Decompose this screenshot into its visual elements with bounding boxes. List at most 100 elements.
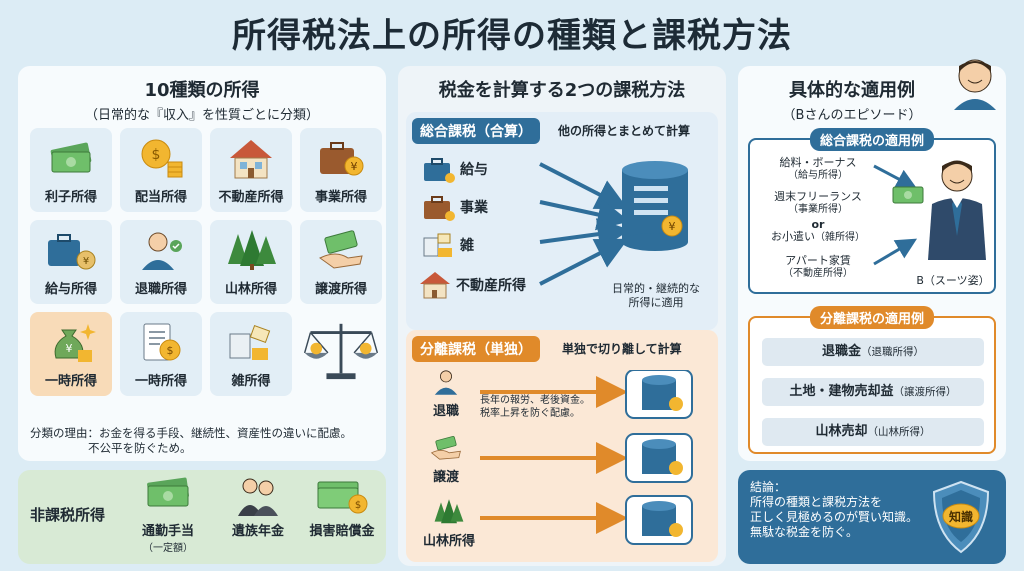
separate-example-item: 山林売却（山林所得）: [762, 418, 984, 446]
person-avatar-icon: [954, 59, 996, 110]
income-tile-temporary: ¥ 一時所得: [30, 312, 112, 396]
separate-flow: [480, 370, 693, 545]
income-tile-retirement: 退職所得: [120, 220, 202, 304]
conclusion-line: 無駄な税金を防ぐ。: [750, 525, 859, 539]
example-sub: （雑所得）: [815, 232, 865, 243]
commute-money-icon: [147, 477, 189, 507]
example-sub: （退職所得）: [861, 346, 924, 358]
fairness-scale: [300, 312, 382, 396]
reason-line: 分類の理由：お金を得る手段、継続性、資産性の違いに配慮。: [30, 426, 352, 440]
non-taxable-item: $ 損害賠償金: [296, 476, 388, 539]
shield-label: 知識: [948, 510, 973, 524]
example-or: or: [811, 218, 825, 231]
income-label: 配当所得: [134, 190, 187, 205]
businessman-icon: [928, 160, 986, 260]
separate-example-box: 分離課税の適用例 退職金（退職所得） 土地・建物売却益（譲渡所得） 山林売却（山…: [748, 306, 996, 454]
example-main: アパート家賃: [785, 254, 851, 267]
shield-icon: [932, 480, 990, 554]
aggregate-example-tag: 総合課税の適用例: [809, 128, 935, 151]
examples-panel: 具体的な適用例 （Bさんのエピソード） 総合課税の適用例 給料・ボーナス（給与所…: [738, 59, 1006, 461]
example-main: 給料・ボーナス: [779, 156, 857, 169]
note-line: 長年の報労、老後資金。: [480, 395, 590, 406]
example-main: お小遣い: [771, 230, 815, 243]
income-tile-interest: 利子所得: [30, 128, 112, 212]
separate-input-label: 譲渡: [432, 470, 459, 485]
examples-subtitle: （Bさんのエピソード）: [782, 108, 922, 123]
aggregate-taxation-tag: 総合課税（合算）: [412, 118, 540, 144]
house-icon: [420, 272, 450, 299]
briefcase-moneybag-icon: ¥: [48, 234, 96, 270]
example-item: お小遣い（雑所得）: [758, 230, 878, 244]
example-item: アパート家賃（不動産所得）: [758, 254, 878, 280]
reason-line: 不公平を防ぐため。: [88, 441, 192, 455]
non-taxable-item-label: 通勤手当: [141, 524, 194, 539]
aggregate-input-label: 不動産所得: [456, 278, 526, 294]
person-label: B（スーツ姿）: [916, 274, 990, 287]
compensation-money-icon: $: [317, 481, 368, 514]
example-sub: （事業所得）: [788, 204, 848, 215]
separate-taxation-tag: 分離課税（単独）: [412, 336, 540, 362]
family-icon: [238, 478, 278, 516]
classification-reason: 分類の理由：お金を得る手段、継続性、資産性の違いに配慮。 不公平を防ぐため。: [30, 426, 380, 456]
separate-input: 山林所得: [418, 498, 480, 549]
aggregate-database-icon: ¥: [622, 161, 688, 251]
forest-icon: [434, 499, 464, 524]
svg-text:$: $: [152, 147, 161, 163]
svg-text:¥: ¥: [669, 220, 676, 233]
balance-scale-icon: [304, 323, 378, 380]
briefcase-icon: [424, 196, 455, 221]
misc-documents-icon: [423, 233, 452, 257]
svg-text:$: $: [167, 344, 174, 357]
handover-money-icon: [319, 230, 363, 269]
caption-line: 日常的・継続的な: [612, 282, 700, 295]
conclusion-line: 結論：: [750, 480, 787, 494]
retiree-icon: [434, 370, 458, 395]
separate-note: 長年の報労、老後資金。 税率上昇を防ぐ配慮。: [480, 394, 598, 420]
income-tile-salary: ¥ 給与所得: [30, 220, 112, 304]
moneybag-sparkle-icon: ¥: [54, 324, 96, 362]
separate-input-label: 退職: [432, 404, 459, 419]
income-label: 事業所得: [314, 190, 367, 205]
income-types-subtitle: （日常的な『収入』を性質ごとに分類）: [84, 108, 319, 123]
aggregate-taxation-section: 総合課税（合算） 他の所得とまとめて計算 給与 事業 雑 不動産所得: [406, 112, 718, 330]
non-taxable-item: 遺族年金: [212, 476, 304, 539]
separate-input: 譲渡: [426, 434, 466, 485]
misc-documents-icon: [229, 324, 271, 360]
income-label: 利子所得: [44, 190, 97, 205]
examples-title: 具体的な適用例: [789, 80, 915, 101]
taxation-methods-panel: 税金を計算する2つの課税方法 総合課税（合算） 他の所得とまとめて計算 給与 事…: [398, 66, 726, 566]
page-title: 所得税法上の所得の種類と課税方法: [232, 16, 792, 56]
aggregate-input: 事業: [422, 192, 488, 222]
non-taxable-label: 非課税所得: [30, 506, 106, 524]
conclusion-line: 所得の種類と課税方法を: [750, 495, 883, 509]
separate-example-item: 土地・建物売却益（譲渡所得）: [762, 378, 984, 406]
income-tile-misc: 雑所得: [210, 312, 292, 396]
income-label: 雑所得: [231, 374, 271, 389]
handover-money-icon: [430, 436, 461, 460]
example-item: 週末フリーランス（事業所得）: [758, 190, 878, 216]
svg-text:¥: ¥: [83, 256, 89, 267]
aggregate-arrows: [539, 162, 626, 286]
income-label: 山林所得: [224, 282, 277, 297]
aggregate-input-label: 事業: [460, 200, 488, 216]
banknotes-icon: [50, 142, 92, 173]
income-label: 一時所得: [44, 374, 97, 389]
income-tile-dividend: $ 配当所得: [120, 128, 202, 212]
aggregate-caption: 日常的・継続的な 所得に適用: [598, 282, 714, 310]
example-sub: （譲渡所得）: [893, 386, 957, 398]
income-label: 不動産所得: [218, 190, 284, 205]
separate-input-label: 山林所得: [422, 534, 475, 549]
svg-text:¥: ¥: [351, 160, 358, 173]
separate-taxation-desc: 単独で切り離して計算: [562, 342, 682, 356]
aggregate-input: 給与: [422, 154, 488, 184]
example-sub: （山林所得）: [867, 426, 931, 438]
example-item: 給料・ボーナス（給与所得）: [758, 156, 878, 182]
conclusion-text: 結論： 所得の種類と課税方法を 正しく見極めるのが賢い知識。 無駄な税金を防ぐ。: [750, 480, 930, 540]
example-main: 週末フリーランス: [774, 190, 862, 203]
separate-input: 退職: [426, 368, 466, 419]
example-main: 山林売却: [815, 424, 868, 439]
separate-example-item: 退職金（退職所得）: [762, 338, 984, 366]
income-tile-transfer: 譲渡所得: [300, 220, 382, 304]
aggregate-input-label: 給与: [460, 162, 488, 178]
retiree-icon: [142, 232, 182, 270]
